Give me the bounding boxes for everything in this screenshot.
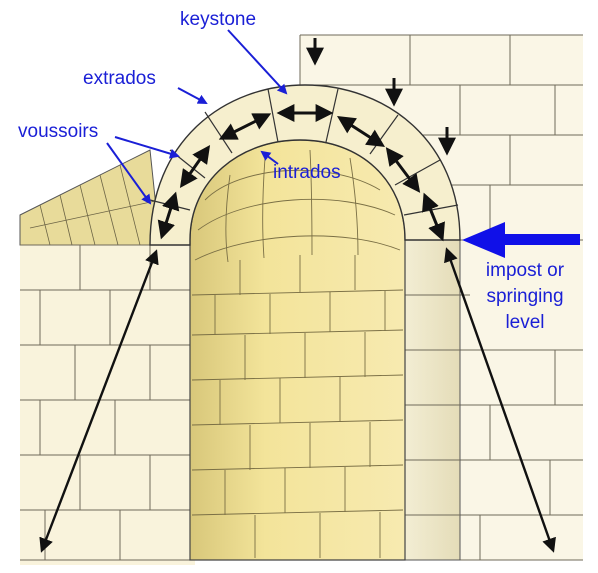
roof-slope <box>19 149 161 246</box>
label-impost-line3: level <box>505 312 545 333</box>
label-impost-line2: springing <box>486 286 564 307</box>
label-impost: impost or springing level <box>470 258 580 334</box>
vault-interior <box>189 139 406 561</box>
load-arrows <box>306 38 456 156</box>
label-keystone: keystone <box>180 9 257 30</box>
right-pier <box>399 237 461 561</box>
label-voussoirs: voussoirs <box>18 121 99 142</box>
impost-arrow <box>462 222 580 258</box>
label-intrados: intrados <box>273 162 341 183</box>
voussoir-arrows <box>157 104 445 242</box>
label-pointers <box>106 29 288 205</box>
label-impost-line1: impost or <box>485 260 565 281</box>
thrust-arrows <box>39 247 556 553</box>
label-extrados: extrados <box>83 68 156 89</box>
